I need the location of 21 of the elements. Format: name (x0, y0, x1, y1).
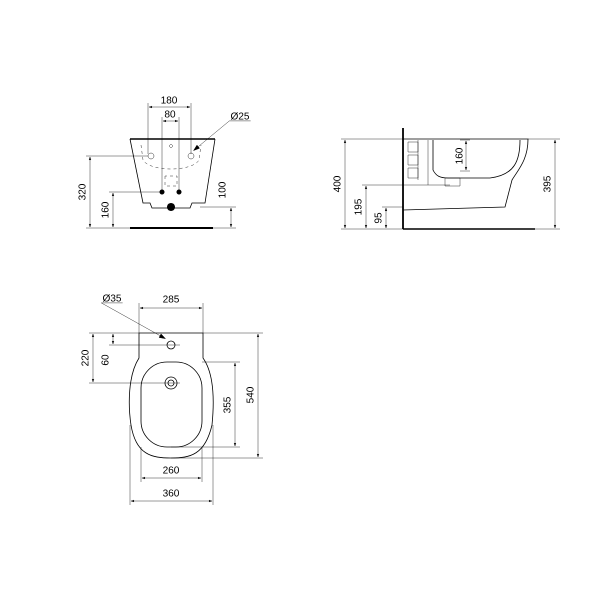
diameter-label: Ø35 (102, 294, 122, 302)
dimension-label: 100 (217, 180, 227, 200)
dimension-label: 260 (162, 465, 180, 475)
dimension-label: 400 (332, 174, 342, 194)
dimension-label: 360 (162, 488, 180, 498)
dimension-label: 285 (162, 294, 180, 304)
dimension-label: 355 (222, 396, 232, 414)
dimension-label: 180 (160, 95, 178, 105)
leader-line (101, 302, 166, 339)
dimension-label: 80 (163, 109, 177, 119)
dimension-label: 60 (100, 353, 110, 367)
dimension-label: 160 (100, 200, 110, 220)
dimension-label: 540 (245, 386, 255, 404)
dimension-label: 160 (454, 146, 464, 166)
dimension-label: 95 (373, 211, 383, 225)
diameter-label: Ø25 (230, 112, 250, 120)
dimension-label: 395 (542, 174, 552, 194)
dimension-label: 220 (80, 348, 90, 368)
dimension-label: 320 (77, 182, 87, 202)
leader-line (193, 120, 251, 151)
dimension-label: 195 (353, 198, 363, 216)
